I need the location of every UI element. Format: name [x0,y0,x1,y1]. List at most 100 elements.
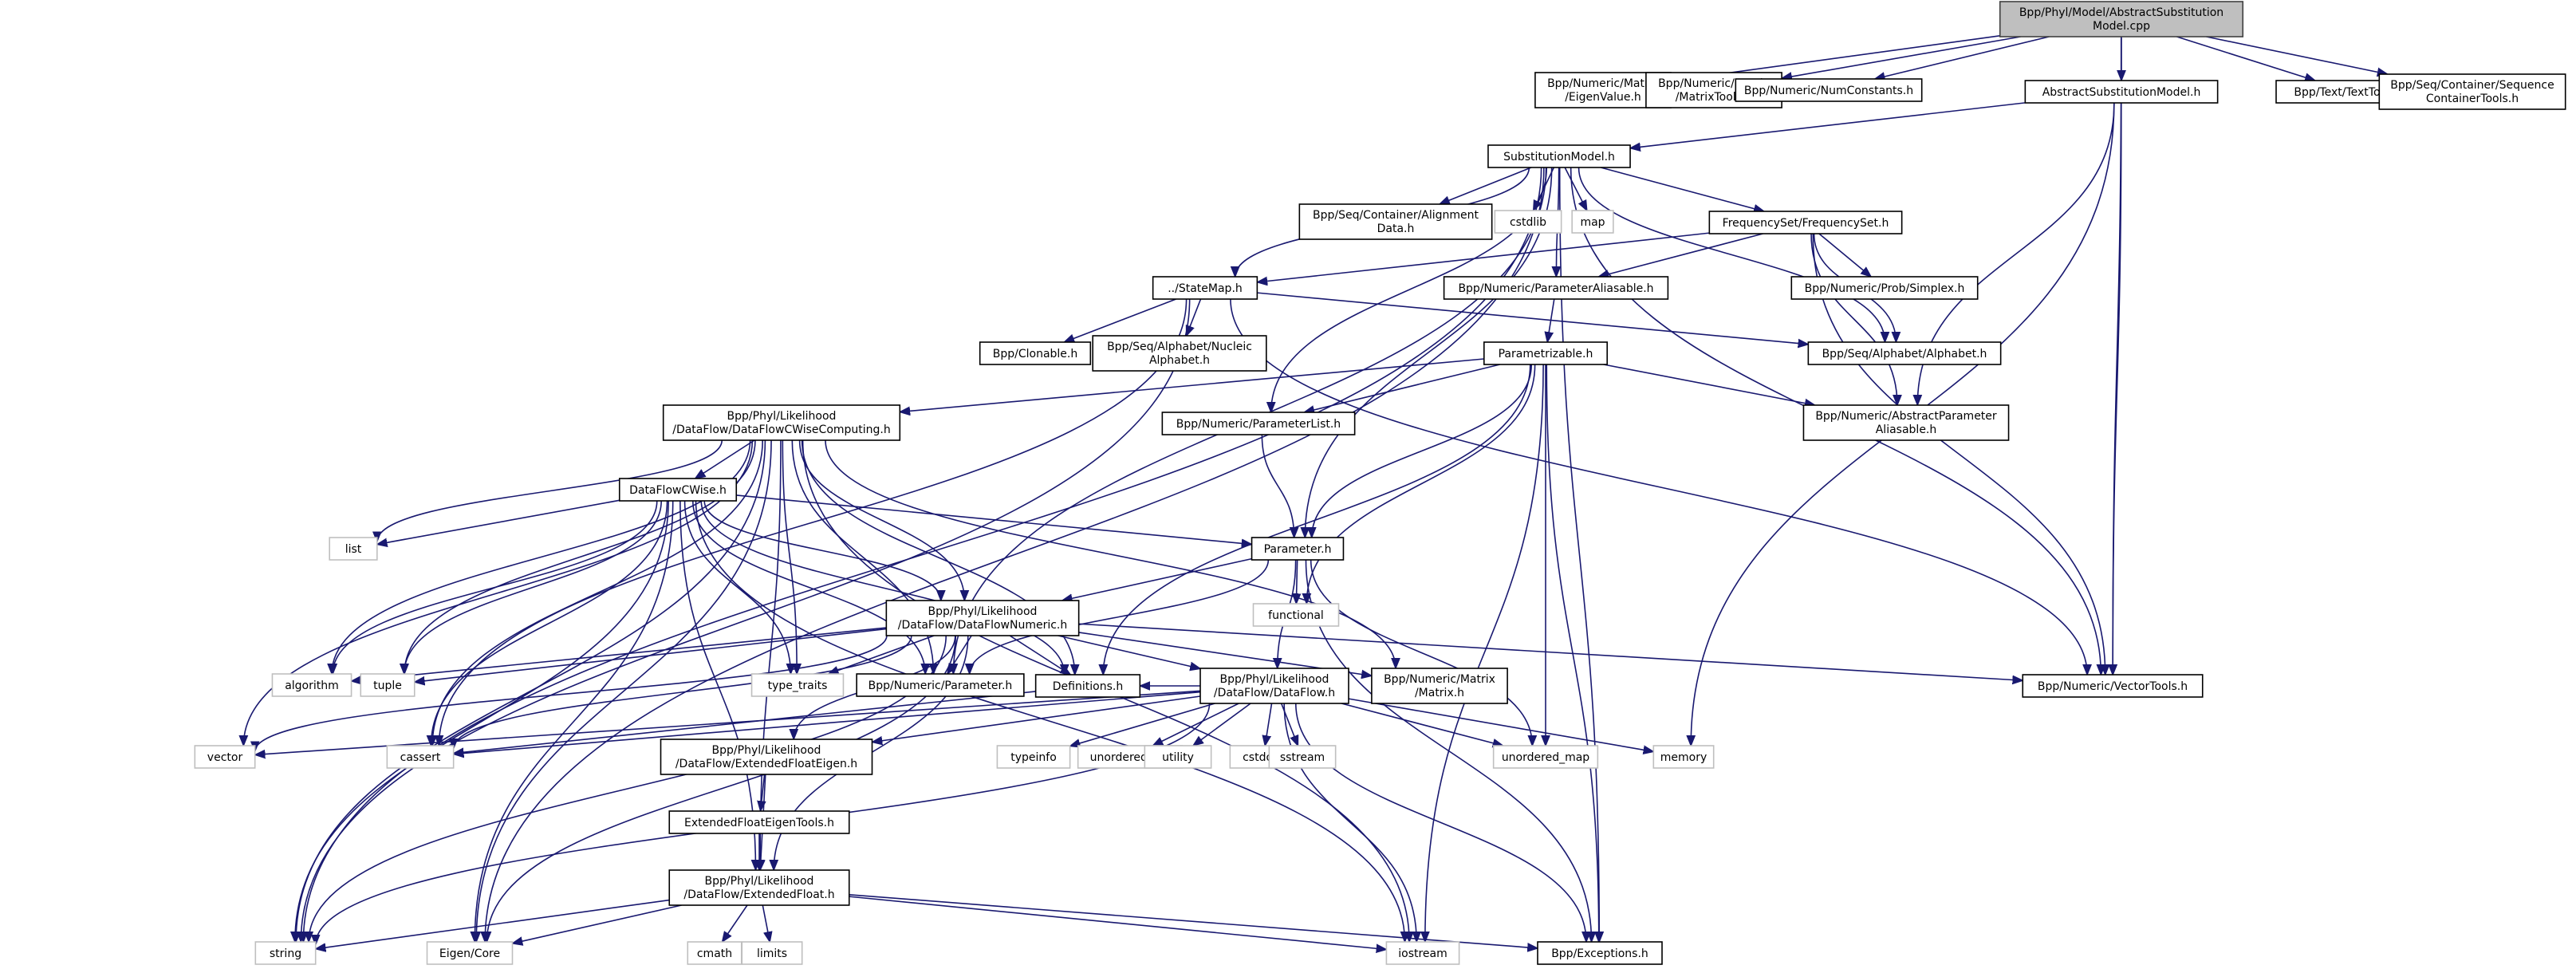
node-matrix[interactable]: Bpp/Numeric/Matrix/Matrix.h [1371,668,1508,704]
node-label: cassert [400,751,441,764]
node-box[interactable] [668,810,850,834]
node-abssubmodel[interactable]: AbstractSubstitutionModel.h [2024,80,2219,104]
node-paramlist[interactable]: Bpp/Numeric/ParameterList.h [1161,412,1356,435]
node-extfloateigen[interactable]: Bpp/Phyl/Likelihood/DataFlow/ExtendedFlo… [660,739,873,775]
node-box [996,745,1071,769]
node-simplex[interactable]: Bpp/Numeric/Prob/Simplex.h [1790,276,1979,300]
node-definitions[interactable]: Definitions.h [1034,674,1141,698]
node-box[interactable] [618,478,738,502]
node-statemap[interactable]: ../StateMap.h [1152,276,1258,300]
node-box [426,941,514,965]
node-label: ../StateMap.h [1168,282,1243,295]
edge-statemap-to-nucleicalphabet [1187,298,1202,336]
node-list: list [329,537,378,561]
node-parametrizable[interactable]: Parametrizable.h [1483,341,1609,365]
node-functional: functional [1252,603,1340,627]
node-label: Parameter.h [1264,543,1332,556]
node-paramaliasable[interactable]: Bpp/Numeric/ParameterAliasable.h [1443,276,1669,300]
node-box[interactable] [1483,341,1609,365]
node-box[interactable] [1199,668,1349,704]
edge-statemap-to-cassert [439,298,1188,746]
node-box[interactable] [1708,211,1903,234]
node-exceptions[interactable]: Bpp/Exceptions.h [1537,941,1663,965]
node-box[interactable] [1807,341,2002,365]
node-box[interactable] [979,341,1092,365]
node-root[interactable]: Bpp/Phyl/Model/AbstractSubstitutionModel… [1999,1,2244,37]
node-box[interactable] [885,600,1080,636]
edge-statemap-to-clonable [1064,298,1176,342]
node-box [687,941,742,965]
node-dfcwise[interactable]: DataFlowCWise.h [618,478,738,502]
node-box [741,941,803,965]
node-label: Definitions.h [1053,680,1123,693]
edge-dataflow-to-exceptions [1294,703,1586,942]
node-box[interactable] [1371,668,1508,704]
node-dataflow[interactable]: Bpp/Phyl/Likelihood/DataFlow/DataFlow.h [1199,668,1349,704]
node-box[interactable] [1034,674,1141,698]
node-extfloat[interactable]: Bpp/Phyl/Likelihood/DataFlow/ExtendedFlo… [668,869,850,906]
node-seqcontainertools[interactable]: Bpp/Seq/Container/SequenceContainerTools… [2378,73,2566,110]
node-label: unordered_map [1502,751,1589,764]
edge-dfcwisecomputing-to-algorithm [332,439,751,674]
node-box[interactable] [1790,276,1979,300]
node-box[interactable] [1487,144,1631,168]
node-box[interactable] [1152,276,1258,300]
node-submodel[interactable]: SubstitutionModel.h [1487,144,1631,168]
node-label: string [270,947,301,960]
node-box[interactable] [660,739,873,775]
node-label: typeinfo [1010,751,1057,764]
node-label: vector [207,751,243,764]
edge-dfcwise-to-string [295,500,669,942]
node-freqset[interactable]: FrequencySet/FrequencySet.h [1708,211,1903,234]
node-box[interactable] [2022,674,2204,698]
edge-dataflow-to-iostream [1283,703,1416,942]
node-box[interactable] [1999,1,2244,37]
edge-parametrizable-to-dfcwisecomputing [900,358,1484,412]
node-box[interactable] [668,869,850,906]
edge-abssubmodel-to-submodel [1630,102,2026,148]
edge-parametrizable-to-parameter [1312,364,1533,538]
edge-dfnumeric-to-tuple [415,628,887,683]
edge-submodel-to-string [303,167,1542,942]
node-box [1385,941,1460,965]
node-clonable[interactable]: Bpp/Clonable.h [979,341,1092,365]
node-dfcwisecomputing[interactable]: Bpp/Phyl/Likelihood/DataFlow/DataFlowCWi… [662,404,901,441]
node-dfnumeric[interactable]: Bpp/Phyl/Likelihood/DataFlow/DataFlowNum… [885,600,1080,636]
node-box[interactable] [2024,80,2219,104]
node-box[interactable] [2378,73,2566,110]
node-memory: memory [1652,745,1715,769]
node-box[interactable] [662,404,901,441]
edge-dataflow-to-memory [1348,698,1653,751]
node-extfloateigentools[interactable]: ExtendedFloatEigenTools.h [668,810,850,834]
nodes-layer: Bpp/Phyl/Model/AbstractSubstitutionModel… [194,1,2566,965]
node-label: utility [1162,751,1194,764]
node-box[interactable] [1298,203,1493,240]
node-box[interactable] [856,673,1025,697]
edge-dfcwisecomputing-to-list [377,439,723,542]
node-box[interactable] [1092,335,1267,372]
node-box [750,673,845,697]
edge-dataflow-to-typeinfo [1070,703,1215,746]
node-numparameter[interactable]: Bpp/Numeric/Parameter.h [856,673,1025,697]
node-parameter[interactable]: Parameter.h [1251,537,1345,561]
node-box [1492,745,1599,769]
node-box[interactable] [1735,78,1923,102]
node-label: limits [757,947,787,960]
node-box [1268,745,1337,769]
node-vectortools[interactable]: Bpp/Numeric/VectorTools.h [2022,674,2204,698]
node-alphabet[interactable]: Bpp/Seq/Alphabet/Alphabet.h [1807,341,2002,365]
edge-dataflow-to-unorderedmap [1341,703,1503,746]
node-box[interactable] [1443,276,1669,300]
edge-extfloat-to-cmath [723,904,748,942]
edge-parametrizable-to-absparamaliasable [1603,364,1815,405]
node-numconstants[interactable]: Bpp/Numeric/NumConstants.h [1735,78,1923,102]
node-box[interactable] [1251,537,1345,561]
node-box[interactable] [1802,404,2010,441]
edge-extfloat-to-iostream [849,896,1387,949]
node-box[interactable] [1537,941,1663,965]
node-box[interactable] [1161,412,1356,435]
